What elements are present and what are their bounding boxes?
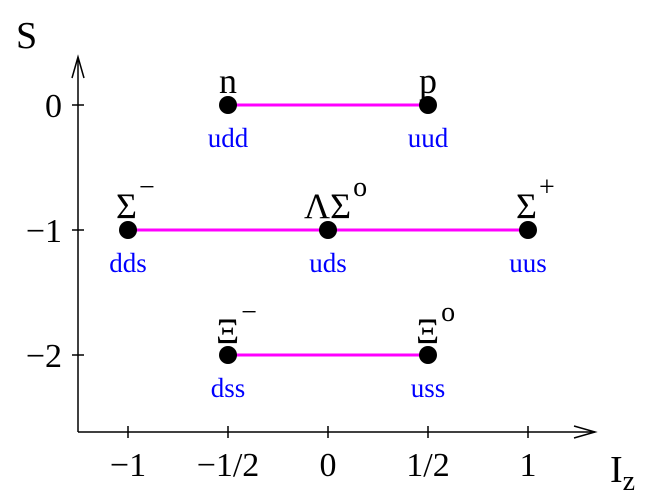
x-tick-label: −1/2 [197,447,260,484]
quark-content: udd [208,123,249,153]
particle-symbol-text: p [419,61,437,101]
particle-symbol-text: n [219,61,237,101]
particle-symbol: p [419,61,437,101]
particle-charge: o [353,172,367,203]
particle-symbol: n [219,61,237,101]
quark-content: uss [411,373,446,403]
particle-dot [219,96,237,114]
particle-symbol-text: Ξ [216,311,239,351]
particle-uds: ΛΣo uds [304,172,367,278]
x-tick-label: 0 [320,447,337,484]
particle-dot [119,221,137,239]
particle-dds: Σ− dds [109,172,155,278]
particle-dot [419,96,437,114]
quark-content: dds [109,248,147,278]
quark-content: uds [309,248,347,278]
particle-symbol: ΛΣo [304,172,367,226]
ticks: −1 −1/2 0 1/2 1 0 −1 −2 [26,88,537,484]
particle-symbol-text: Ξ [416,311,439,351]
particle-dot [519,221,537,239]
x-axis-arrow-icon [573,425,598,439]
y-axis-label: S [16,15,37,57]
axes: S Iz [16,15,635,497]
x-tick-label: 1/2 [406,447,449,484]
particle-uud: p uud [408,61,449,153]
x-tick-label: −1 [110,447,146,484]
particle-charge: + [539,172,555,203]
y-tick-label: −2 [26,338,62,375]
particle-charge: o [441,297,455,328]
quark-content: uus [509,248,547,278]
particle-dss: Ξ− dss [211,297,257,403]
particle-dot [319,221,337,239]
x-tick-label: 1 [520,447,537,484]
particle-uus: Σ+ uus [509,172,555,278]
x-axis-label: Iz [610,449,635,497]
particle-symbol-text: Σ [516,186,537,226]
quark-content: uud [408,123,449,153]
particle-symbol: Ξo [416,297,455,351]
y-axis-arrow-icon [71,54,85,79]
y-tick-label: −1 [26,213,62,250]
y-tick-label: 0 [45,88,62,125]
particle-charge: − [139,172,155,203]
particle-dot [419,346,437,364]
particle-symbol: Σ− [116,172,155,226]
particle-symbol-text: Σ [116,186,137,226]
x-axis-label-sub: z [623,466,635,497]
particle-symbol-text: ΛΣ [304,186,351,226]
particle-udd: n udd [208,61,249,153]
particle-dot [219,346,237,364]
particle-symbol: Σ+ [516,172,555,226]
particle-charge: − [241,297,257,328]
particle-symbol: Ξ− [216,297,257,351]
quark-content: dss [211,373,246,403]
particle-uss: Ξo uss [411,297,455,403]
x-axis-label-main: I [610,449,623,491]
